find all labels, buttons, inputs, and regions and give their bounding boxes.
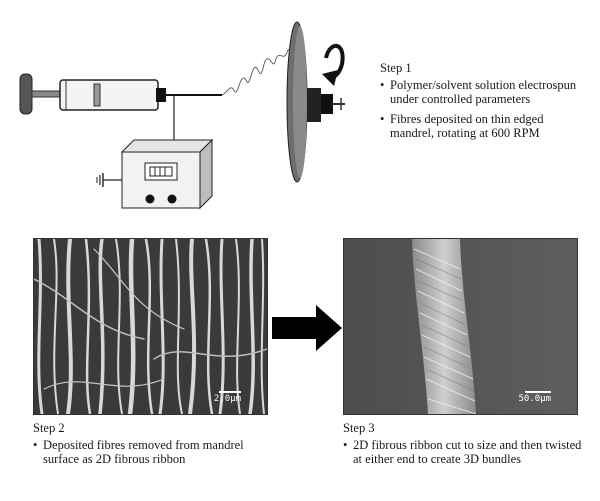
step-2-text: Step 2 Deposited fibres removed from man… [33,421,273,472]
step-1-text: Step 1 Polymer/solvent solution electros… [380,61,585,146]
step-1-bullet-2: Fibres deposited on thin edged mandrel, … [380,112,585,140]
scale-bar-step-3: 50.0µm [518,391,551,404]
step-3-text: Step 3 2D fibrous ribbon cut to size and… [343,421,583,472]
fibre-jet [221,49,291,96]
step-3-title: Step 3 [343,421,375,435]
step-3-bullet-1: 2D fibrous ribbon cut to size and then t… [343,438,583,466]
power-supply-icon [120,138,214,210]
rotating-mandrel-icon [286,21,345,183]
sem-image-fibres: 2.0µm [33,238,268,415]
electrospinning-apparatus [19,21,345,210]
syringe-icon [19,73,222,115]
scale-label-step-2: 2.0µm [213,394,241,404]
sem-image-bundle: 50.0µm [343,238,578,415]
ground-icon [96,173,122,187]
step-2-bullet-1: Deposited fibres removed from mandrel su… [33,438,273,466]
step-2-bullets: Deposited fibres removed from mandrel su… [33,438,273,466]
step-1-bullet-1: Polymer/solvent solution electrospun und… [380,78,585,106]
scale-label-step-3: 50.0µm [518,394,551,404]
right-arrow-icon [272,305,342,351]
fibre-texture [34,239,267,414]
scale-bar-step-2: 2.0µm [214,391,241,404]
step-1-bullets: Polymer/solvent solution electrospun und… [380,78,585,140]
step-1-title: Step 1 [380,61,412,75]
step-3-bullets: 2D fibrous ribbon cut to size and then t… [343,438,583,466]
step-2-title: Step 2 [33,421,65,435]
bundle-texture [344,239,577,414]
